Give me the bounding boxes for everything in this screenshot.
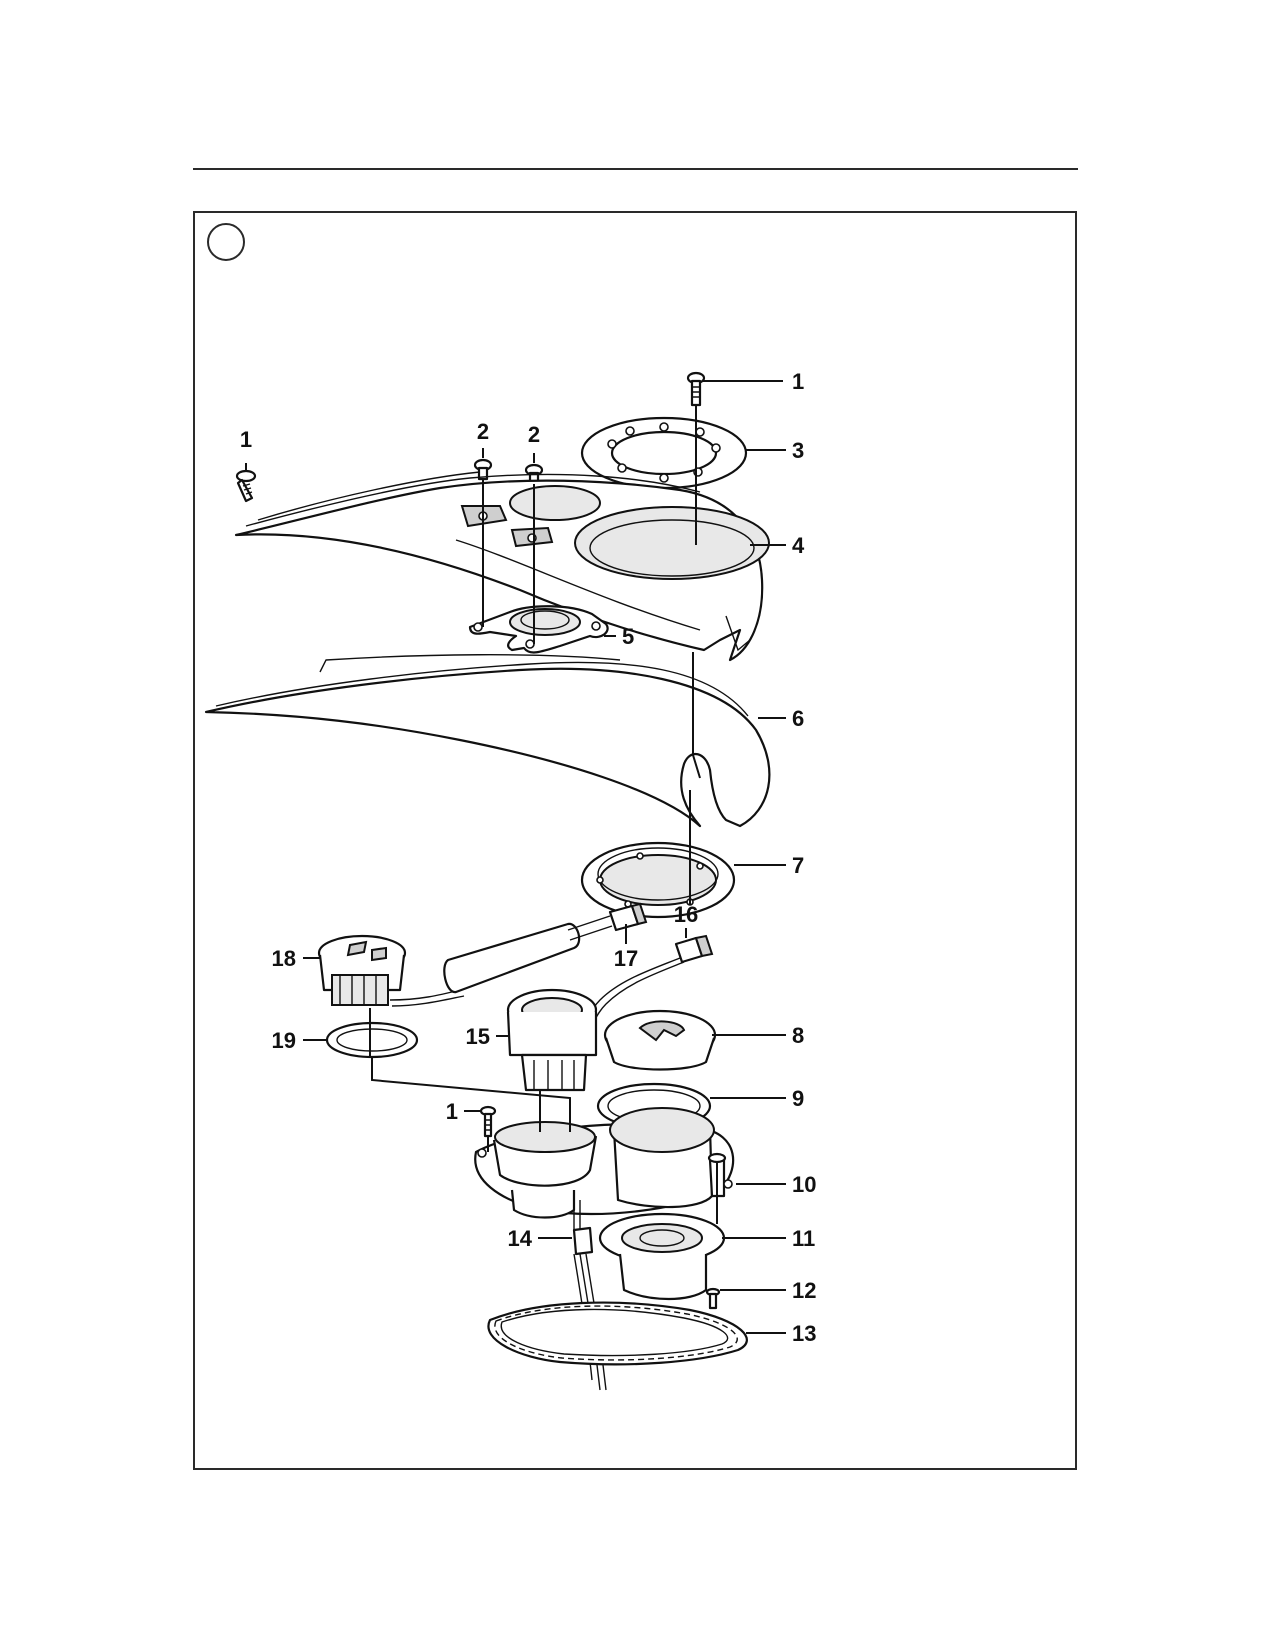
callout-2-right: 2 xyxy=(528,422,540,447)
callout-14: 14 xyxy=(508,1226,533,1251)
screw-12 xyxy=(705,1287,721,1310)
callout-15: 15 xyxy=(466,1024,490,1049)
callout-1-top-left: 1 xyxy=(240,427,252,452)
callout-16: 16 xyxy=(674,902,698,927)
callout-2-left: 2 xyxy=(477,419,489,444)
seal-6 xyxy=(204,654,771,828)
callout-13: 13 xyxy=(792,1321,816,1346)
cap-8 xyxy=(603,1009,717,1071)
socket-15 xyxy=(506,988,598,1092)
top-rule xyxy=(193,168,1078,170)
callout-17: 17 xyxy=(614,946,638,971)
screw-lower xyxy=(479,1105,497,1138)
screw-top-right xyxy=(686,371,706,407)
callout-labels: 1 1 1 2 2 3 4 5 6 7 8 9 10 11 12 13 14 1… xyxy=(240,369,817,1346)
bracket-5 xyxy=(468,605,609,654)
connector-17 xyxy=(608,902,648,932)
callout-6: 6 xyxy=(792,706,804,731)
leader-lines xyxy=(245,380,786,1334)
callout-18: 18 xyxy=(272,946,296,971)
callout-8: 8 xyxy=(792,1023,804,1048)
upper-housing-4 xyxy=(234,471,770,662)
socket-18 xyxy=(317,934,407,1006)
callout-9: 9 xyxy=(792,1086,804,1111)
gasket-ring-3 xyxy=(580,416,748,490)
figure-badge xyxy=(207,223,245,261)
cable-17 xyxy=(389,915,613,1007)
cup-11 xyxy=(598,1212,726,1301)
callout-5: 5 xyxy=(622,624,634,649)
callout-1-top-right: 1 xyxy=(792,369,804,394)
gasket-13 xyxy=(487,1301,748,1366)
mounting-ring-7 xyxy=(580,841,736,919)
callout-3: 3 xyxy=(792,438,804,463)
callout-12: 12 xyxy=(792,1278,816,1303)
callout-11: 11 xyxy=(792,1226,815,1251)
callout-10: 10 xyxy=(792,1172,816,1197)
lower-housing-10 xyxy=(474,1107,735,1219)
diagram-frame xyxy=(193,211,1077,1470)
screw-2-left xyxy=(473,458,493,481)
assembly-lines xyxy=(369,405,718,1224)
o-ring-19 xyxy=(325,1021,419,1059)
callout-7: 7 xyxy=(792,853,804,878)
callout-19: 19 xyxy=(272,1028,296,1053)
screw-top-left xyxy=(235,469,257,503)
callout-1-lower: 1 xyxy=(446,1099,458,1124)
callout-4: 4 xyxy=(792,533,805,558)
